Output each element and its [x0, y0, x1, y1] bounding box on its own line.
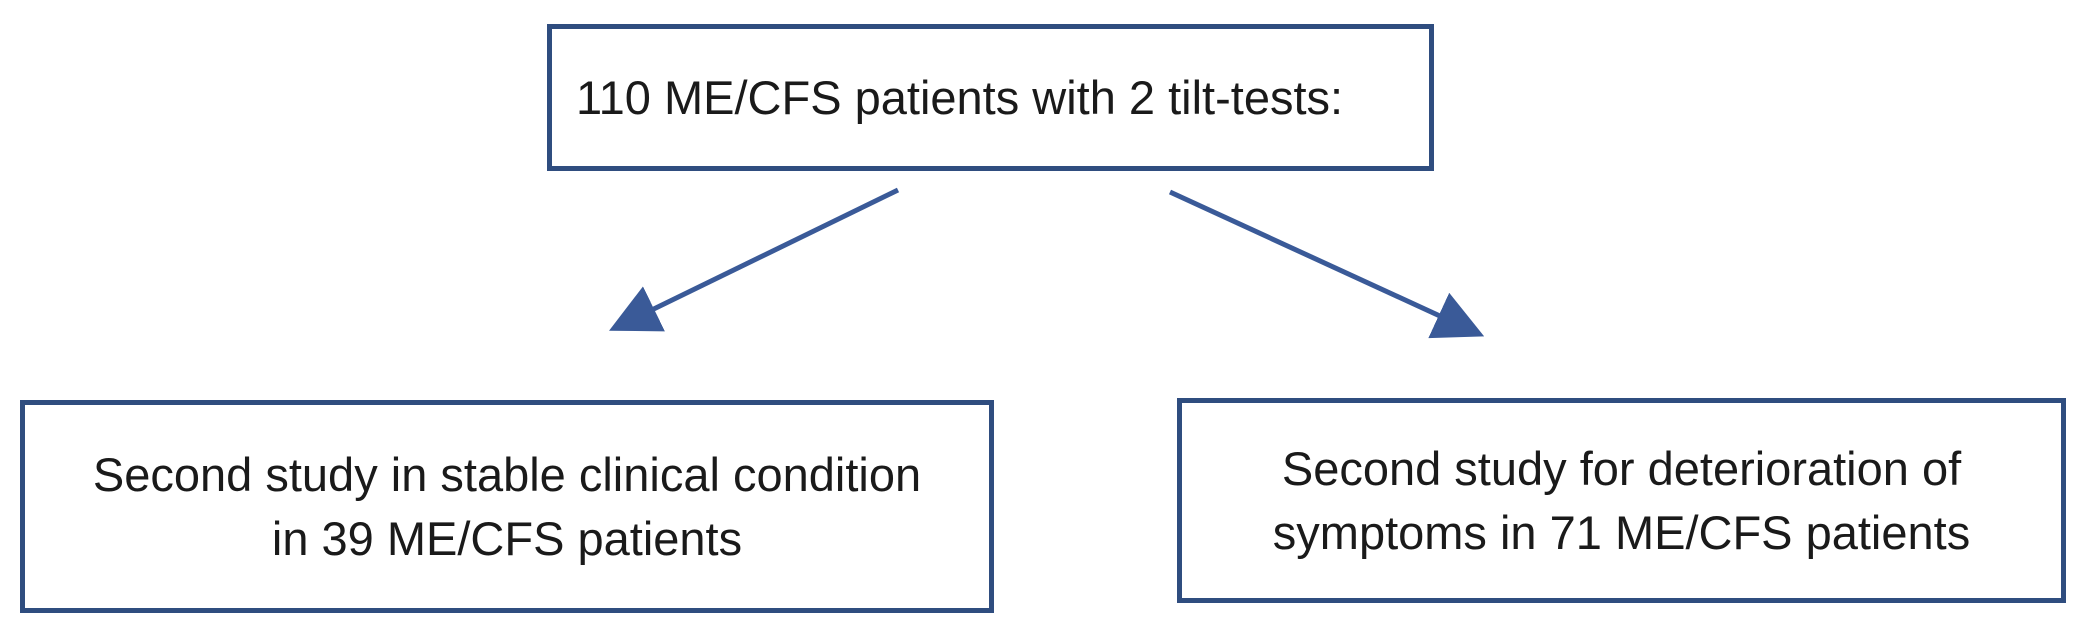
deterioration-text-line-2: symptoms in 71 ME/CFS patients — [1272, 505, 1971, 559]
total-patients-box: 110 ME/CFS patients with 2 tilt-tests: — [547, 24, 1434, 171]
deterioration-text-line-1: Second study for deterioration of — [1281, 442, 1962, 496]
stable-condition-text-line-1: Second study in stable clinical conditio… — [92, 448, 922, 502]
arrow-to-right-box — [1168, 189, 1485, 339]
stable-condition-box: Second study in stable clinical conditio… — [20, 400, 994, 613]
deterioration-box: Second study for deterioration of sympto… — [1177, 398, 2066, 603]
stable-condition-text-line-2: in 39 ME/CFS patients — [271, 511, 743, 565]
arrow-to-left-box — [609, 187, 900, 332]
total-patients-text: 110 ME/CFS patients with 2 tilt-tests: — [576, 70, 1344, 124]
